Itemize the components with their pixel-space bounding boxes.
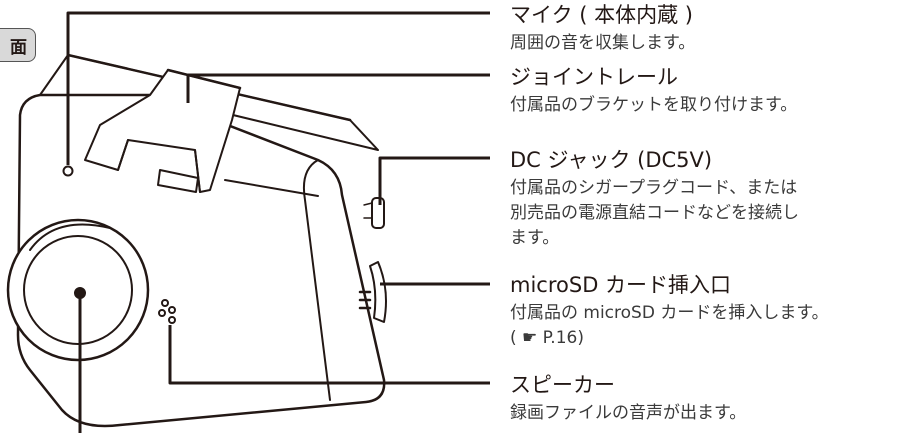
callout-desc-line: 付属品の microSD カードを挿入します。 [510, 303, 829, 323]
section-tab: 面 [0, 28, 36, 62]
dc-jack [371, 197, 385, 229]
callout-microsd: microSD カード挿入口 付属品の microSD カードを挿入します。 (… [510, 272, 829, 351]
microphone-hole [62, 165, 74, 177]
callout-desc-line: 別売品の電源直結コードなどを接続し [510, 203, 799, 223]
callout-desc: 録画ファイルの音声が出ます。 [510, 403, 747, 423]
callout-title: スピーカー [510, 373, 615, 397]
callout-desc: 付属品のブラケットを取り付けます。 [510, 95, 798, 115]
callout-desc-line: ます。 [510, 228, 560, 248]
callout-desc: 付属品の microSD カードを挿入します。 ( ☛ P.16) [510, 301, 829, 351]
leader-speaker [168, 325, 490, 385]
callout-desc: 周囲の音を収集します。 [510, 33, 696, 53]
callout-desc: 付属品のシガープラグコード、または 別売品の電源直結コードなどを接続し ます。 [510, 176, 799, 251]
leader-dc-jack [378, 156, 490, 205]
callout-title: マイク ( 本体内蔵 ) [510, 3, 693, 27]
microsd-slot [369, 261, 387, 323]
leader-microphone [66, 11, 490, 165]
callout-desc-line: 付属品のシガープラグコード、または [510, 178, 798, 198]
callout-title: DC ジャック (DC5V) [510, 148, 713, 172]
section-tab-label: 面 [10, 38, 27, 58]
leader-joint-rail [186, 73, 490, 103]
callout-title: microSD カード挿入口 [510, 273, 732, 297]
callout-speaker: スピーカー 録画ファイルの音声が出ます。 [510, 372, 746, 426]
callout-joint-rail: ジョイントレール 付属品のブラケットを取り付けます。 [510, 64, 797, 118]
callout-microphone: マイク ( 本体内蔵 ) 周囲の音を収集します。 [510, 2, 695, 56]
callout-desc-line: ( ☛ P.16) [510, 328, 584, 348]
callout-title: ジョイントレール [510, 65, 678, 89]
callout-dc-jack: DC ジャック (DC5V) 付属品のシガープラグコード、または 別売品の電源直… [510, 147, 799, 251]
